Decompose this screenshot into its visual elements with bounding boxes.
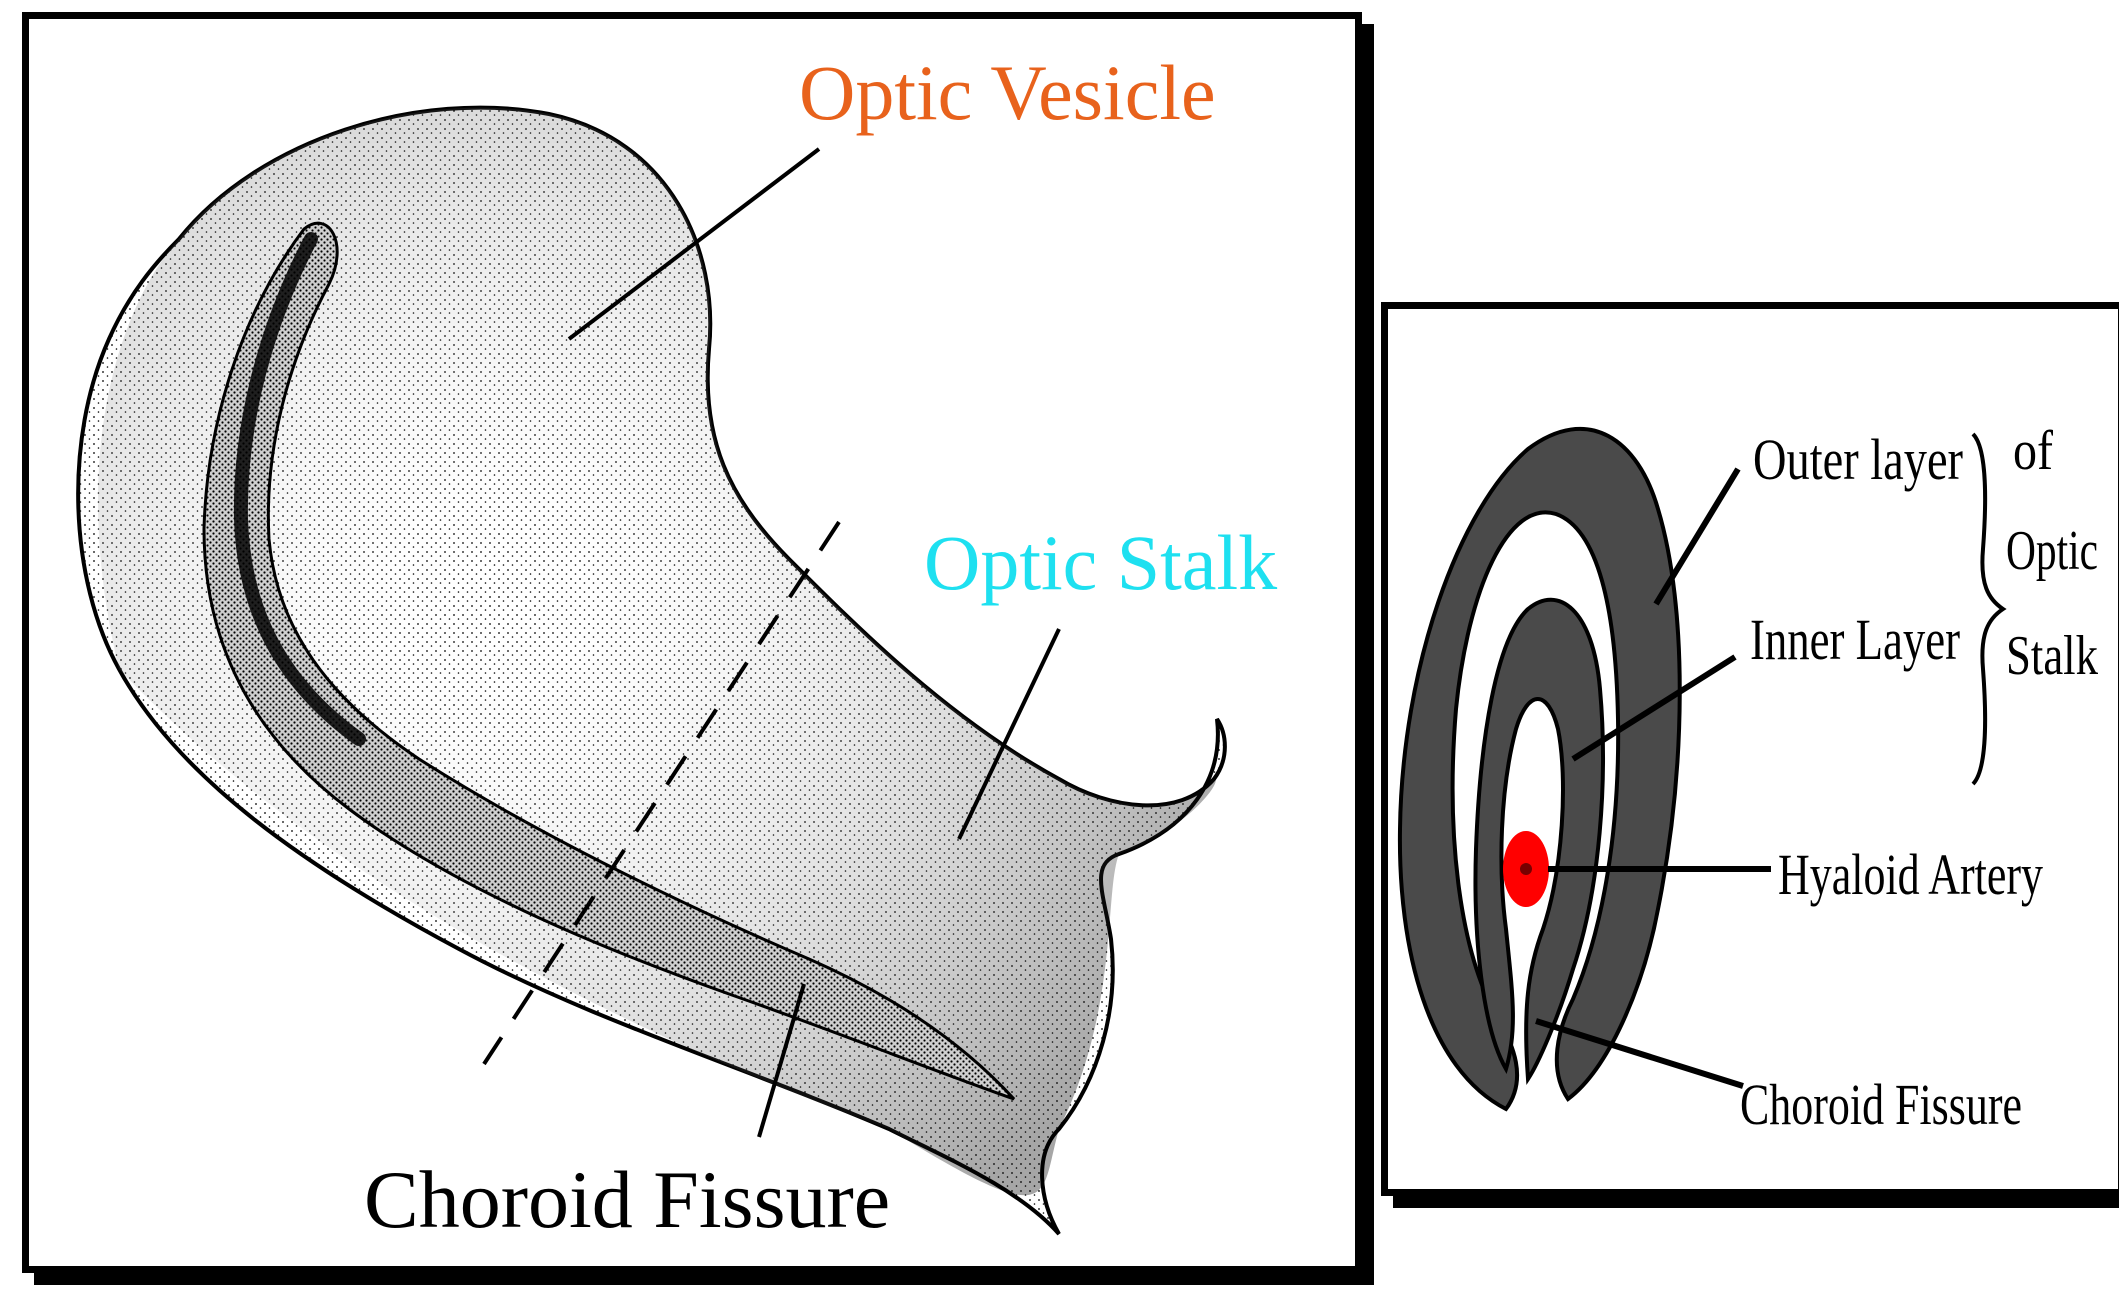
hyaloid-artery-label: Hyaloid Artery xyxy=(1778,842,2043,907)
outer-layer-leader xyxy=(1656,469,1738,604)
choroid-fissure-label-right: Choroid Fissure xyxy=(1740,1072,2022,1137)
optic-stalk-section-panel: Outer layer Inner Layer of Optic Stalk H… xyxy=(1381,302,2119,1196)
optic-vesicle-drawing: Optic Vesicle Optic Stalk Choroid Fissur… xyxy=(29,19,1355,1266)
outer-layer-label: Outer layer xyxy=(1753,427,1963,492)
brace xyxy=(1973,434,2003,784)
inner-layer-label: Inner Layer xyxy=(1750,607,1960,672)
optic-stalk-label: Optic Stalk xyxy=(924,519,1277,606)
brace-stalk-label: Stalk xyxy=(2006,625,2098,687)
brace-of-label: of xyxy=(2013,420,2053,482)
optic-stalk-section-drawing: Outer layer Inner Layer of Optic Stalk H… xyxy=(1388,309,2118,1189)
choroid-fissure-label: Choroid Fissure xyxy=(364,1154,890,1245)
optic-vesicle-label: Optic Vesicle xyxy=(799,49,1216,136)
optic-vesicle-panel: Optic Vesicle Optic Stalk Choroid Fissur… xyxy=(22,12,1362,1273)
brace-optic-label: Optic xyxy=(2006,520,2098,582)
